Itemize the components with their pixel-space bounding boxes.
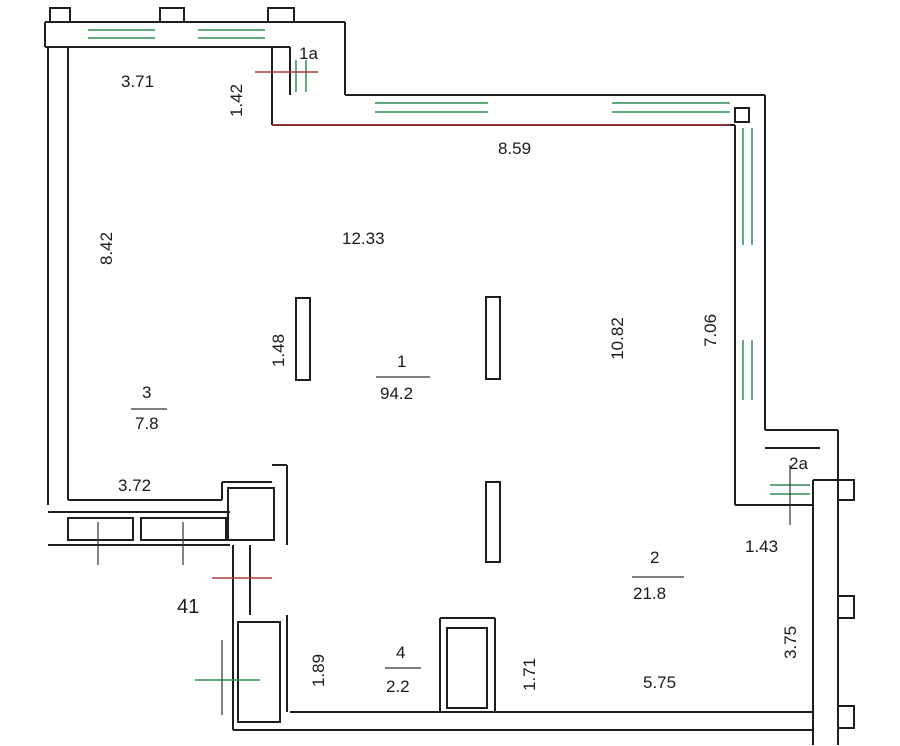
dim-top-left: 3.71 [121, 72, 155, 91]
room-1a-label: 1a [299, 44, 318, 63]
dim-right-wall: 7.06 [701, 313, 721, 348]
dim-room4-right: 1.71 [520, 657, 540, 692]
room-3-id: 3 [142, 383, 152, 402]
wall-left [47, 47, 222, 505]
wall-bottom [290, 711, 813, 731]
marker-label: 41 [177, 596, 200, 618]
wall-far-right [812, 479, 855, 745]
annotation-lines [212, 71, 730, 579]
dim-top-right: 8.59 [498, 139, 532, 158]
room-1-area: 94.2 [380, 384, 414, 403]
room-2-id: 2 [650, 548, 660, 567]
wall-notch-1a [271, 21, 765, 126]
room-1-id: 1 [397, 352, 407, 371]
dim-room2a: 1.43 [745, 537, 779, 556]
dim-room2-width: 5.75 [643, 673, 677, 692]
wall-top-left [44, 21, 290, 48]
wall-right [734, 95, 839, 506]
room-2-area: 21.8 [633, 584, 667, 603]
room-3-area: 7.8 [135, 414, 159, 433]
dim-depth: 10.82 [607, 317, 627, 360]
room-2a-label: 2a [789, 454, 808, 473]
room-4-id: 4 [396, 643, 406, 662]
dim-left-wall: 8.42 [97, 231, 117, 266]
wall-room4 [221, 464, 500, 731]
dim-center-width: 12.33 [342, 229, 385, 248]
dim-notch: 1.42 [227, 83, 247, 118]
dim-room3-width: 3.72 [118, 476, 152, 495]
wall-room3-bottom [48, 511, 230, 546]
underlines [97, 376, 791, 715]
dim-column: 1.48 [269, 333, 289, 368]
room-4-area: 2.2 [386, 677, 410, 696]
columns [295, 296, 501, 563]
dim-room4-left: 1.89 [309, 653, 329, 688]
windows [88, 29, 810, 681]
wall-nubs-top [49, 7, 295, 23]
dim-room2-height: 3.75 [781, 625, 801, 660]
